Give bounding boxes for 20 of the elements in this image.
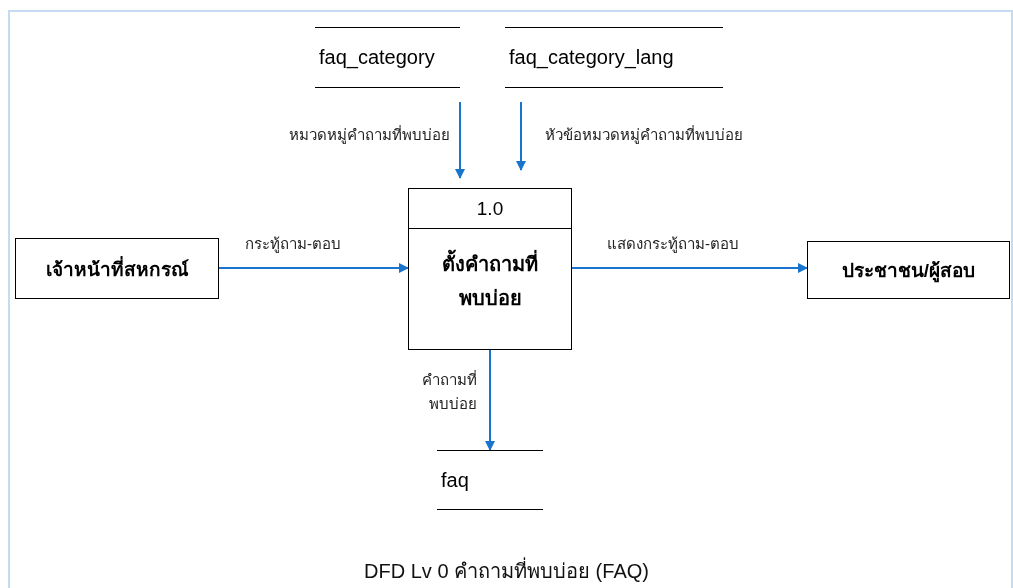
- process-box: [408, 188, 572, 350]
- edge-label: หัวข้อหมวดหมู่คำถามที่พบบ่อย: [545, 123, 743, 147]
- entity-name: เจ้าหน้าที่สหกรณ์: [45, 255, 189, 282]
- arrow: [571, 263, 808, 273]
- arrow: [485, 349, 495, 451]
- data-store: [315, 27, 460, 88]
- store-name: faq_category_lang: [509, 46, 674, 69]
- store-name: faq_category: [319, 46, 435, 69]
- arrow: [516, 101, 526, 171]
- process-name: ตั้งคำถามที่พบบ่อย: [442, 247, 538, 315]
- edge-label: หมวดหมู่คำถามที่พบบ่อย: [289, 123, 450, 147]
- data-store: [505, 27, 723, 88]
- arrow: [455, 101, 465, 179]
- entity-name: ประชาชน/ผู้สอบ: [841, 259, 976, 285]
- store-name: faq: [441, 468, 469, 492]
- external-entity-box: [15, 238, 219, 299]
- arrow: [218, 263, 409, 273]
- process-number: 1.0: [476, 197, 504, 220]
- data-store: [437, 450, 543, 510]
- external-entity-box: [807, 241, 1010, 299]
